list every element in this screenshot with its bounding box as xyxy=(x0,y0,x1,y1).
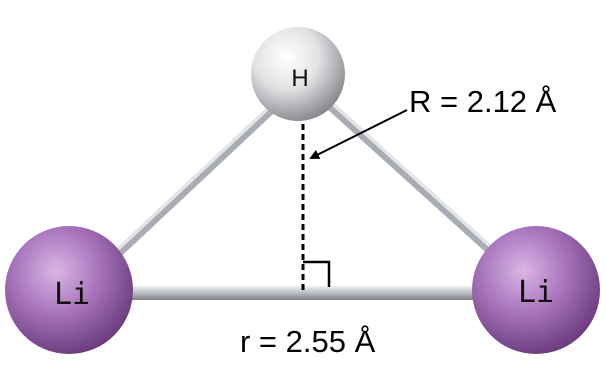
bond-h-li-left-highlight xyxy=(94,88,290,272)
right-angle-marker xyxy=(303,260,331,287)
lithium-atom-left: Li xyxy=(5,226,133,354)
lithium-left-label: Li xyxy=(54,277,90,312)
bond-li-li xyxy=(100,286,510,300)
lithium-atom-right: Li xyxy=(472,226,600,354)
bond-h-li-right-highlight xyxy=(315,88,516,270)
hydrogen-atom: H xyxy=(251,27,345,121)
lithium-right-label: Li xyxy=(518,275,554,310)
height-arrow xyxy=(309,109,408,159)
height-distance-label: R = 2.12 Å xyxy=(409,84,557,119)
bond-h-li-left xyxy=(93,87,295,277)
base-distance-label: r = 2.55 Å xyxy=(240,324,376,359)
bond-h-li-right xyxy=(310,87,517,275)
hydrogen-label: H xyxy=(291,65,308,92)
